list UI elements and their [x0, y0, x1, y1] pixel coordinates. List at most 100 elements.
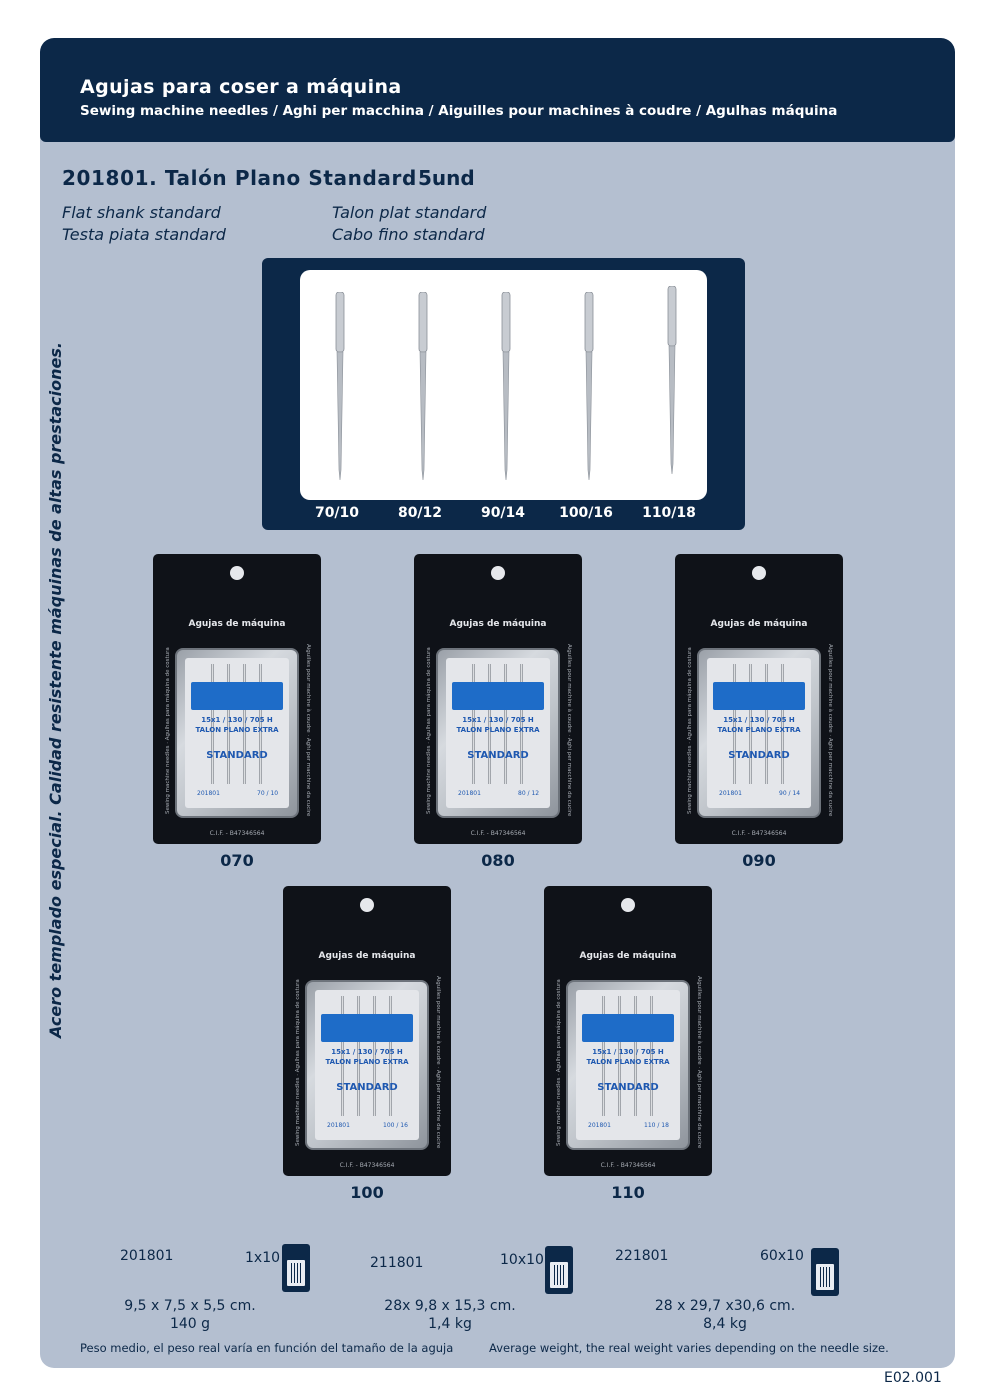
packaging-weight: 140 g	[169, 1316, 211, 1332]
packaging-ref: 221801	[615, 1248, 669, 1264]
pack-cif: C.I.F. - B47346564	[470, 830, 526, 837]
product-quantity: 5und	[418, 166, 475, 190]
needle-pack: Agujas de máquina Sewing machine needles…	[283, 886, 451, 1176]
pack-cif: C.I.F. - B47346564	[209, 830, 265, 837]
needle-sizes-panel: 70/10 80/12 90/14 100/16 110/18	[262, 258, 745, 530]
pack-ref: 201801	[458, 790, 481, 797]
pack-code: 080	[481, 851, 515, 870]
pack-system: 15x1 / 130 / 705 H	[331, 1048, 403, 1056]
pack-code: 070	[220, 851, 254, 870]
needle-image	[584, 292, 594, 481]
hanger-hole	[491, 566, 505, 580]
packaging-dimensions: 28x 9,8 x 15,3 cm.	[384, 1298, 516, 1314]
pack-ref: 201801	[719, 790, 742, 797]
needle-size-label: 110/18	[642, 505, 696, 521]
pack-needle	[259, 664, 262, 784]
pack-needle	[765, 664, 768, 784]
pack-size: 90 / 14	[779, 790, 801, 797]
pack-needle	[504, 664, 507, 784]
needle-image	[418, 292, 428, 481]
packaging-qty: 60x10	[760, 1248, 804, 1264]
pack-line: TALON PLANO EXTRA	[195, 726, 279, 734]
hanger-hole	[621, 898, 635, 912]
page-subtitle: Sewing machine needles / Aghi per macchi…	[80, 103, 838, 119]
pack-needle	[602, 996, 605, 1116]
pack-code: 090	[742, 851, 776, 870]
pack-line: TALON PLANO EXTRA	[717, 726, 801, 734]
pack-standard: STANDARD	[206, 750, 268, 761]
translation-fr: Talon plat standard	[332, 203, 487, 222]
pack-size: 70 / 10	[257, 790, 279, 797]
packaging-ref: 211801	[370, 1255, 424, 1271]
pack-needle	[227, 664, 230, 784]
packaging-qty: 10x10	[500, 1252, 544, 1268]
catalog-sheet: Agujas para coser a máquina Sewing machi…	[40, 38, 955, 1368]
footnote-en: Average weight, the real weight varies d…	[489, 1341, 889, 1355]
pack-system: 15x1 / 130 / 705 H	[201, 716, 273, 724]
box-icon	[545, 1246, 573, 1294]
pack-standard: STANDARD	[336, 1082, 398, 1093]
pack-needle	[618, 996, 621, 1116]
pack-needle	[243, 664, 246, 784]
pack-needle	[733, 664, 736, 784]
packaging-qty: 1x10	[245, 1250, 281, 1266]
pack-blue-label	[452, 682, 544, 710]
pack-needle	[211, 664, 214, 784]
needle-image	[335, 292, 345, 481]
pack-needle	[389, 996, 392, 1116]
needle-image	[667, 286, 677, 475]
pack-needle	[357, 996, 360, 1116]
packaging-dimensions: 28 x 29,7 x30,6 cm.	[654, 1298, 796, 1314]
needle-pack: Agujas de máquina Sewing machine needles…	[414, 554, 582, 844]
packaging-weight: 1,4 kg	[428, 1316, 472, 1332]
box-icon	[811, 1248, 839, 1296]
page-code: E02.001	[884, 1370, 942, 1386]
hanger-hole	[230, 566, 244, 580]
pack-needle	[472, 664, 475, 784]
pack-needle	[781, 664, 784, 784]
pack-title: Agujas de máquina	[188, 619, 286, 629]
packaging-weight: 8,4 kg	[703, 1316, 747, 1332]
needle-image	[501, 292, 511, 481]
pack-system: 15x1 / 130 / 705 H	[723, 716, 795, 724]
pack-ref: 201801	[588, 1122, 611, 1129]
pack-size: 100 / 16	[383, 1122, 408, 1129]
pack-system: 15x1 / 130 / 705 H	[592, 1048, 664, 1056]
pack-ref: 201801	[327, 1122, 350, 1129]
pack-needle	[373, 996, 376, 1116]
pack-blue-label	[713, 682, 805, 710]
needle-size-label: 80/12	[397, 505, 443, 521]
needle-size-label: 70/10	[314, 505, 360, 521]
pack-standard: STANDARD	[728, 750, 790, 761]
pack-title: Agujas de máquina	[710, 619, 808, 629]
pack-needle	[749, 664, 752, 784]
pack-line: TALON PLANO EXTRA	[456, 726, 540, 734]
pack-needle	[488, 664, 491, 784]
pack-title: Agujas de máquina	[318, 951, 416, 961]
pack-code: 110	[611, 1183, 645, 1202]
hanger-hole	[752, 566, 766, 580]
product-title: 201801. Talón Plano Standard	[62, 166, 417, 190]
needle-pack: Agujas de máquina Sewing machine needles…	[153, 554, 321, 844]
pack-ref: 201801	[197, 790, 220, 797]
translation-it: Testa piata standard	[62, 225, 226, 244]
header-band: Agujas para coser a máquina Sewing machi…	[40, 38, 955, 142]
pack-needle	[650, 996, 653, 1116]
pack-blue-label	[582, 1014, 674, 1042]
translation-pt: Cabo fino standard	[332, 225, 485, 244]
pack-size: 110 / 18	[644, 1122, 669, 1129]
pack-blue-label	[191, 682, 283, 710]
side-feature-text: Acero templado especial. Calidad resiste…	[46, 342, 65, 1038]
pack-line: TALON PLANO EXTRA	[586, 1058, 670, 1066]
pack-standard: STANDARD	[467, 750, 529, 761]
pack-needle	[520, 664, 523, 784]
pack-needle	[341, 996, 344, 1116]
pack-needle	[634, 996, 637, 1116]
needle-photo-area	[300, 270, 707, 500]
needle-pack: Agujas de máquina Sewing machine needles…	[544, 886, 712, 1176]
pack-line: TALON PLANO EXTRA	[325, 1058, 409, 1066]
pack-title: Agujas de máquina	[579, 951, 677, 961]
pack-cif: C.I.F. - B47346564	[600, 1162, 656, 1169]
pack-standard: STANDARD	[597, 1082, 659, 1093]
hanger-hole	[360, 898, 374, 912]
